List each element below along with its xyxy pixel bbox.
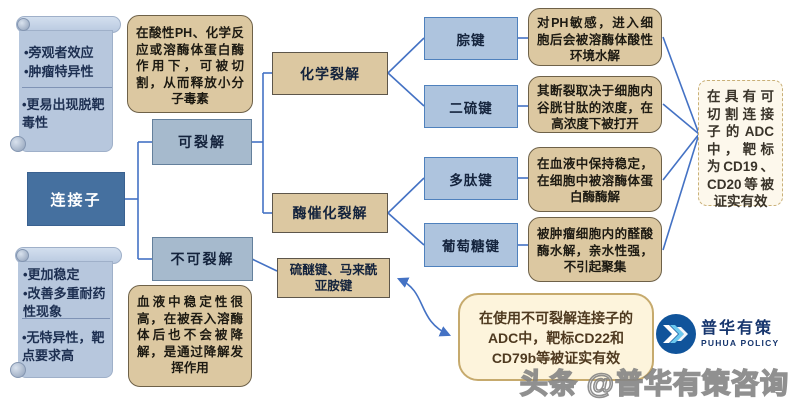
watermark-text: 头条 @普华有策咨询	[519, 367, 789, 400]
logo-text: 普华有策 PUHUA POLICY	[701, 320, 779, 349]
scroll-curl-icon	[10, 362, 26, 378]
node-non-cleavable: 不可裂解	[152, 237, 253, 281]
logo-name-en: PUHUA POLICY	[701, 337, 780, 348]
noncleavable-trait-1: •更加稳定	[23, 267, 80, 282]
cleavable-trait-3: •更易出现脱靶毒性	[22, 97, 105, 130]
node-chemical-cleavage: 化学裂解	[272, 52, 388, 95]
scroll-curl-icon	[10, 136, 26, 152]
scroll-top-body	[19, 30, 113, 152]
node-hydrazone-bond: 腙键	[424, 17, 518, 60]
scroll-bottom-body	[18, 261, 113, 378]
callout-noncleavable-targets: 在使用不可裂解连接子的ADC中，靶标CD22和CD79b等被证实有效	[458, 293, 654, 381]
cleavable-trait-1: •旁观者效应	[24, 45, 94, 60]
logo-name-cn: 普华有策	[701, 319, 774, 337]
scroll-curl-icon	[17, 18, 30, 31]
node-disulfide-bond: 二硫键	[424, 85, 518, 128]
scroll-divider	[22, 87, 112, 88]
callout-cleavable-targets: 在具有可切割连接子的ADC中，靶标为CD19、CD20等被证实有效	[698, 80, 783, 209]
scroll-divider	[22, 318, 110, 319]
desc-hydrazone: 对PH敏感，进入细胞后会被溶酶体酸性环境水解	[528, 8, 662, 66]
node-thioether-maleimide: 硫醚键、马来酰亚胺键	[277, 258, 390, 298]
desc-glucoside: 被肿瘤细胞内的醛酸酶水解，亲水性强，不引起聚集	[528, 217, 662, 282]
puhua-policy-logo: 普华有策 PUHUA POLICY	[655, 311, 785, 357]
node-enzymatic-cleavage: 酶催化裂解	[272, 193, 388, 233]
scroll-curl-icon	[16, 249, 29, 262]
node-linker: 连接子	[27, 172, 125, 226]
node-cleavable: 可裂解	[152, 119, 252, 165]
node-glucoside-bond: 葡萄糖键	[424, 223, 518, 267]
note-noncleavable-mechanism: 血液中稳定性很高，在被吞入溶酶体后也不会被降解，是通过降解发挥作用	[128, 285, 252, 387]
desc-disulfide: 其断裂取决于细胞内谷胱甘肽的浓度，在高浓度下被打开	[528, 76, 662, 133]
cleavable-trait-2: •肿瘤特异性	[24, 64, 94, 79]
desc-peptide: 在血液中保持稳定，在细胞中被溶酶体蛋白酶酶解	[528, 147, 662, 212]
noncleavable-trait-2: •改善多重耐药性现象	[23, 286, 106, 319]
puhua-logo-icon	[656, 314, 696, 354]
note-cleavable-mechanism: 在酸性PH、化学反应或溶酶体蛋白酶作用下，可被切割，从而释放小分子毒素	[127, 15, 253, 113]
node-peptide-bond: 多肽键	[424, 157, 518, 200]
noncleavable-trait-3: •无特异性，靶点要求高	[22, 330, 105, 363]
